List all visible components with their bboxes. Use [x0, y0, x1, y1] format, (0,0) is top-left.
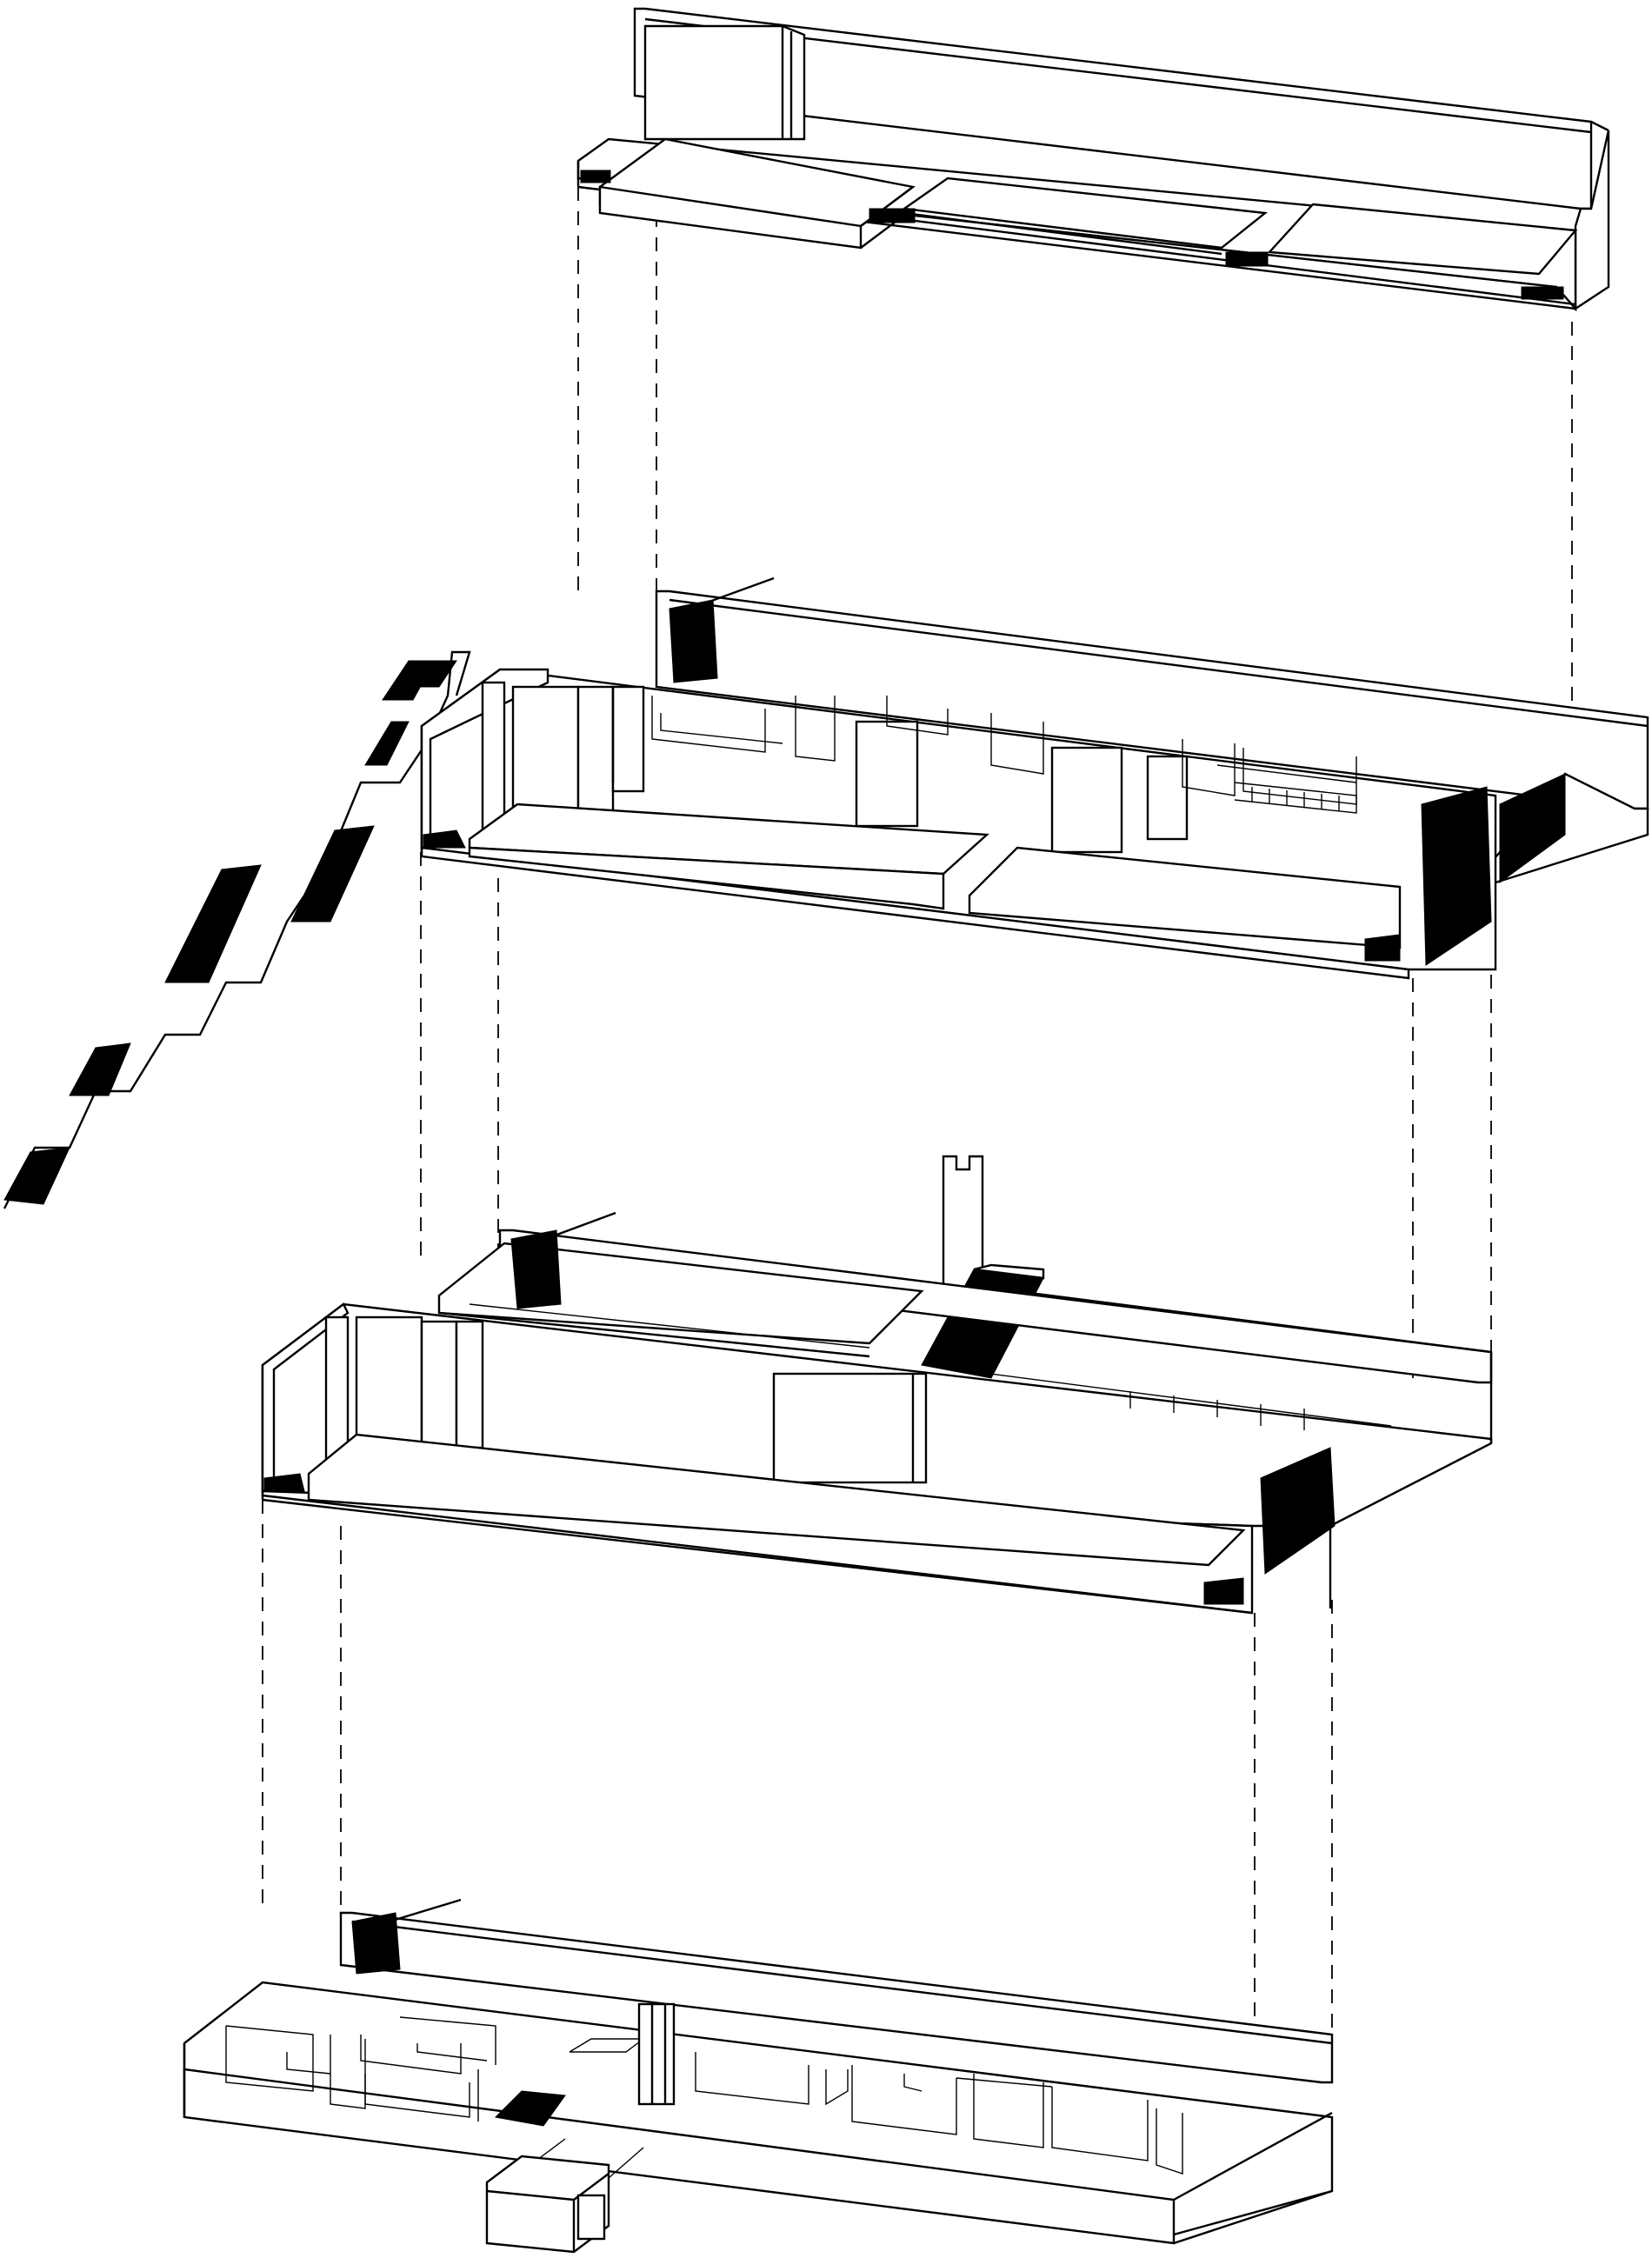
room-wall	[903, 2074, 923, 2092]
room-wall	[1051, 2087, 1149, 2161]
stair-stringer	[3, 650, 471, 1209]
stair-lines	[1234, 782, 1357, 814]
ground-right-rooms	[695, 2052, 1183, 2175]
stair-block	[1364, 934, 1401, 962]
alignment-guides	[262, 187, 1573, 2069]
middle-left-wall	[261, 1302, 350, 1493]
room-wall	[1216, 764, 1357, 783]
roof-right-wall	[1574, 130, 1610, 311]
room-wall	[651, 696, 766, 753]
room-wall	[360, 2035, 462, 2075]
middle-floor-plate	[307, 1433, 1246, 1567]
stair-block	[1203, 1577, 1244, 1605]
entrance-pavilion	[485, 2138, 644, 2254]
room-wall	[286, 2052, 331, 2075]
room-wall	[825, 2069, 849, 2106]
upper-internal-stair	[1234, 782, 1357, 814]
upper-back-stair	[669, 599, 718, 683]
stair-rail	[677, 576, 775, 615]
ground-left-rooms	[225, 2016, 496, 2121]
edge	[438, 1311, 870, 1358]
middle-partition	[355, 1316, 423, 1458]
edge	[351, 1920, 1333, 2045]
upper-partition	[481, 681, 506, 836]
stair-flight	[290, 825, 375, 923]
edge	[1173, 2111, 1333, 2201]
roof-level	[576, 7, 1610, 312]
ground-back-stair	[351, 1912, 401, 1975]
room-wall	[886, 696, 949, 736]
edge	[1590, 120, 1609, 132]
edge	[1173, 2189, 1333, 2245]
edge	[262, 1498, 1253, 1615]
edge	[669, 598, 1649, 728]
stair-flight	[3, 1147, 70, 1205]
roof-stair-block	[1225, 251, 1269, 267]
room-wall	[225, 2025, 314, 2092]
louver-panel	[1421, 786, 1492, 966]
room-wall	[1242, 748, 1357, 805]
ground-back-wall	[339, 1911, 1334, 2084]
upper-terrace-right	[968, 846, 1402, 949]
upper-facade-louvers	[1421, 773, 1566, 966]
middle-back-stair	[510, 1229, 562, 1309]
stair-flight	[411, 660, 457, 688]
stair-flight	[69, 1042, 131, 1096]
pavilion-door	[576, 2194, 606, 2241]
edge	[982, 1285, 1492, 1354]
upper-terrace-left-front	[468, 846, 945, 910]
stair-block	[423, 829, 466, 849]
core-tower	[637, 2002, 676, 2106]
upper-partition	[1146, 755, 1189, 841]
room-wall	[990, 713, 1044, 775]
room-wall	[364, 2074, 470, 2118]
roof-terrace-2	[901, 177, 1269, 250]
stair-rail	[521, 1211, 616, 1249]
middle-partition	[420, 1320, 458, 1454]
middle-room-row	[469, 1303, 870, 1349]
louver-panel	[1499, 773, 1566, 883]
upper-partition	[1050, 746, 1123, 854]
middle-floor	[261, 1155, 1493, 1615]
ground-core	[637, 2002, 676, 2106]
ground-stair	[494, 2090, 566, 2127]
middle-chimney	[942, 1155, 984, 1289]
room-wall	[956, 2077, 1053, 2088]
upper-terrace-left	[468, 803, 989, 876]
middle-partition	[455, 1320, 484, 1449]
entrance-path	[608, 2147, 644, 2179]
middle-partition	[772, 1372, 928, 1484]
middle-partition	[324, 1316, 350, 1462]
edge	[903, 211, 1222, 256]
stair-flight	[164, 864, 262, 983]
roof-terrace-3	[1267, 203, 1578, 276]
upper-partition	[855, 720, 919, 828]
upper-floor	[420, 576, 1649, 980]
room-wall	[399, 2016, 496, 2065]
room-wall	[416, 2043, 488, 2062]
room-wall	[695, 2052, 809, 2105]
room-wall	[851, 2065, 957, 2135]
roof-stair-block	[580, 170, 611, 183]
stair-rail	[360, 1898, 462, 1932]
roof-box	[643, 24, 806, 141]
stair-block	[263, 1473, 305, 1492]
room-wall	[660, 713, 783, 744]
exterior-stair	[3, 650, 471, 1209]
stair-flight	[364, 721, 410, 766]
middle-landing	[973, 1263, 1045, 1280]
upper-partition	[611, 685, 645, 793]
ground-floor	[183, 1898, 1334, 2254]
edge	[486, 2189, 575, 2201]
roof-stair-block	[1521, 286, 1564, 300]
room-wall	[973, 2074, 1044, 2148]
middle-facade-louvers	[1260, 1447, 1336, 1575]
room-wall	[1156, 2108, 1183, 2175]
room-wall	[1182, 739, 1236, 796]
room-wall	[795, 696, 836, 762]
middle-back-rooms	[437, 1242, 924, 1345]
roof-stair-block	[869, 208, 916, 223]
